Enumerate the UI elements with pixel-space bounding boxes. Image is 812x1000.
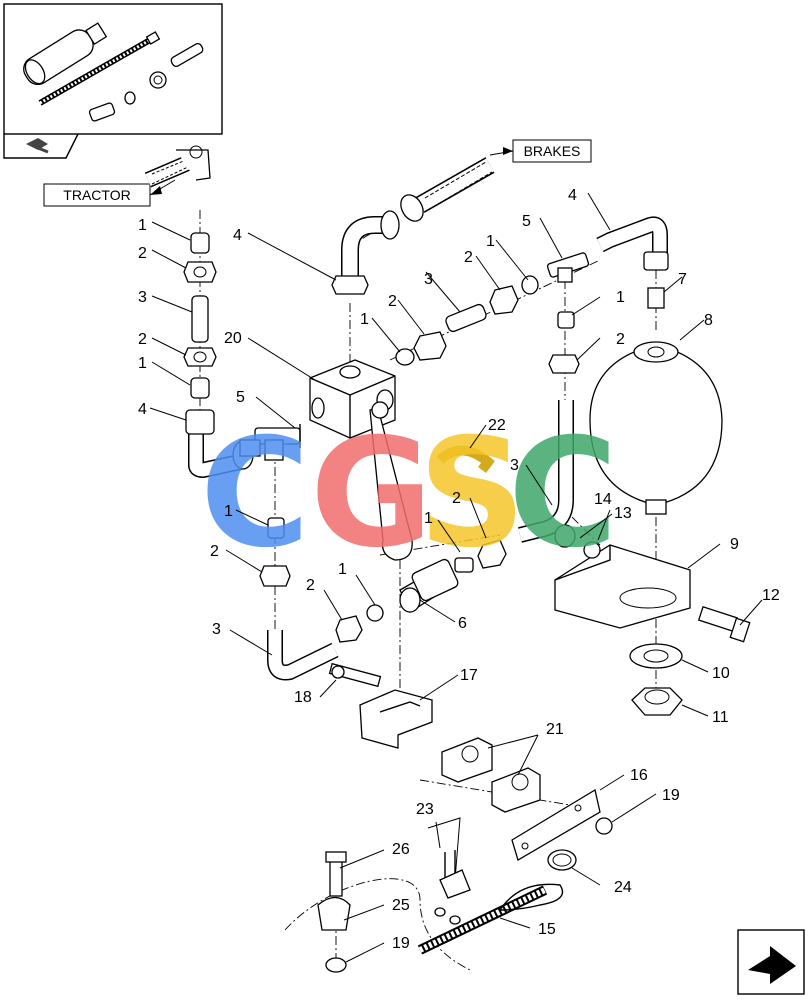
tee-fitting-left: [239, 424, 301, 461]
brakes-label: BRAKES: [489, 139, 592, 163]
callout-numbers: 1 2 3 2 1 4 4 5 20 3 2 1 2 1 5 4 7 1 2 8…: [138, 187, 780, 952]
callout: 22: [488, 417, 506, 434]
callout: 23: [416, 801, 434, 818]
watermark-letter-g: G: [310, 407, 433, 581]
callout: 2: [306, 577, 315, 594]
callout: 4: [233, 227, 242, 244]
bolt-washer-nut: [629, 605, 751, 716]
callout: 2: [452, 490, 461, 507]
callout: 20: [224, 330, 242, 347]
callout: 6: [458, 615, 467, 632]
kit-preview: [3, 3, 223, 159]
left-fittings: [183, 232, 254, 479]
watermark-letter-c1: C: [200, 407, 310, 581]
callout: 1: [224, 503, 233, 520]
callout: 13: [614, 505, 632, 522]
callout: 11: [712, 709, 729, 726]
svg-text:BRAKES: BRAKES: [524, 143, 581, 159]
clamp-blocks: [441, 737, 541, 813]
callout: 5: [236, 389, 245, 406]
tractor-label: TRACTOR: [43, 179, 176, 207]
callout: 1: [138, 355, 147, 372]
mounting-bracket: [554, 544, 691, 629]
callout: 3: [424, 271, 433, 288]
callout: 3: [510, 457, 519, 474]
clamp-plate: [511, 788, 613, 861]
ring: [547, 849, 577, 871]
upper-elbow-hose: [331, 210, 400, 295]
callout: 17: [460, 667, 478, 684]
tee-fitting-right: [546, 216, 669, 374]
callout: 7: [678, 271, 687, 288]
callout: 3: [138, 289, 147, 306]
callout: 2: [210, 543, 219, 560]
callout: 2: [464, 249, 473, 266]
callout: 1: [486, 233, 495, 250]
callout: 19: [662, 787, 680, 804]
brakes-hose: [400, 157, 495, 222]
watermark-letter-s: S: [418, 407, 526, 581]
callout: 1: [138, 217, 147, 234]
callout: 3: [212, 621, 221, 638]
gsc-watermark: C G S C: [200, 407, 618, 581]
lower-hardware: [317, 817, 564, 973]
lower-right-pipe: [518, 400, 601, 559]
callout: 18: [294, 689, 312, 706]
callout: 2: [138, 245, 147, 262]
watermark-letter-c2: C: [508, 407, 618, 581]
svg-text:TRACTOR: TRACTOR: [63, 187, 130, 203]
clip: [436, 445, 495, 473]
callout: 1: [338, 561, 347, 578]
callout: 4: [138, 401, 147, 418]
callout: 26: [392, 841, 410, 858]
callout: 4: [568, 187, 577, 204]
callout: 1: [424, 510, 433, 527]
leader-lines: [149, 192, 763, 963]
valve-block: [309, 359, 413, 561]
next-page-arrow-icon[interactable]: [737, 929, 805, 995]
callout: 19: [392, 935, 410, 952]
callout: 25: [392, 897, 410, 914]
middle-fittings: [395, 275, 539, 366]
callout: 2: [388, 293, 397, 310]
callout: 12: [762, 587, 780, 604]
callout: 1: [616, 289, 625, 306]
clamp-bracket: [328, 662, 433, 749]
callout: 2: [616, 331, 625, 348]
callout: 10: [712, 665, 730, 682]
callout: 24: [614, 879, 632, 896]
callout: 2: [138, 331, 147, 348]
accumulator: [589, 341, 723, 515]
kit-flag-icon: [26, 138, 49, 154]
callout: 16: [630, 767, 648, 784]
lower-left-fittings: [259, 517, 384, 681]
callout: 15: [538, 921, 556, 938]
callout: 8: [704, 312, 713, 329]
callout: 1: [360, 311, 369, 328]
tractor-hose: [144, 145, 211, 188]
callout: 14: [594, 491, 612, 508]
callout: 21: [546, 721, 564, 738]
callout: 5: [522, 213, 531, 230]
callout: 9: [730, 536, 739, 553]
